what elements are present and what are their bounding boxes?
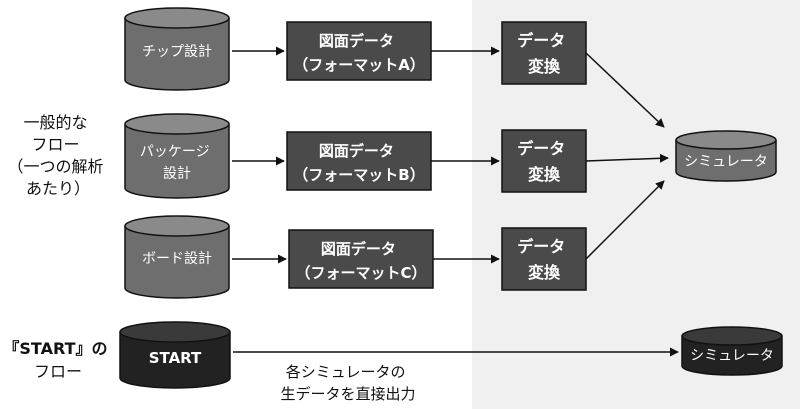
simulator-start: シミュレータ	[681, 326, 783, 376]
start-note-line-2: 生データを直接出力	[280, 385, 415, 403]
simulator-general-label: シミュレータ	[684, 154, 768, 170]
drawing-data-b: 図面データ （フォーマットB）	[286, 131, 432, 191]
drawing-data-c: 図面データ （フォーマットC）	[288, 229, 434, 289]
start-note-line-1: 各シミュレータの	[286, 363, 406, 381]
start-note: 各シミュレータの 生データを直接出力	[280, 363, 415, 403]
start-source: START	[119, 321, 231, 389]
data-conversion-2-label: データ 変換	[517, 139, 571, 184]
data-conversion-2: データ 変換	[501, 129, 587, 193]
data-conversion-3-label: データ 変換	[517, 237, 571, 282]
general-flow-line-3: （一つの解析	[7, 157, 103, 176]
data-conversion-1: データ 変換	[501, 21, 587, 85]
general-flow-line-1: 一般的な	[23, 113, 87, 132]
source-package-label: パッケージ 設計	[140, 144, 214, 182]
start-flow-line-2: フロー	[34, 362, 82, 381]
source-board-design: ボード設計	[124, 215, 230, 299]
drawing-data-a-label: 図面データ （フォーマットA）	[293, 32, 425, 74]
arrow-conversion-1-to-simulator	[585, 52, 665, 128]
data-conversion-1-label: データ 変換	[517, 31, 571, 76]
arrow-conversion-2-to-simulator	[585, 153, 669, 163]
start-source-label: START	[149, 349, 202, 367]
general-flow-label: 一般的な フロー （一つの解析 あたり）	[7, 113, 108, 198]
general-flow-line-4: あたり）	[26, 179, 90, 198]
source-chip-design: チップ設計	[124, 7, 230, 91]
drawing-data-a: 図面データ （フォーマットA）	[286, 21, 432, 81]
source-board-label: ボード設計	[142, 251, 212, 267]
source-chip-label: チップ設計	[142, 44, 212, 60]
simulator-start-label: シミュレータ	[690, 348, 774, 364]
arrow-conversion-3-to-simulator	[585, 180, 665, 260]
simulator-general: シミュレータ	[675, 130, 777, 182]
data-conversion-3: データ 変換	[501, 227, 587, 291]
drawing-data-b-label: 図面データ （フォーマットB）	[293, 142, 424, 184]
general-flow-line-2: フロー	[31, 135, 79, 154]
source-package-design: パッケージ 設計	[124, 113, 230, 199]
start-flow-label: 『START』の フロー	[3, 339, 112, 381]
drawing-data-c-label: 図面データ （フォーマットC）	[295, 240, 426, 282]
start-flow-line-1: 『START』の	[3, 339, 107, 358]
